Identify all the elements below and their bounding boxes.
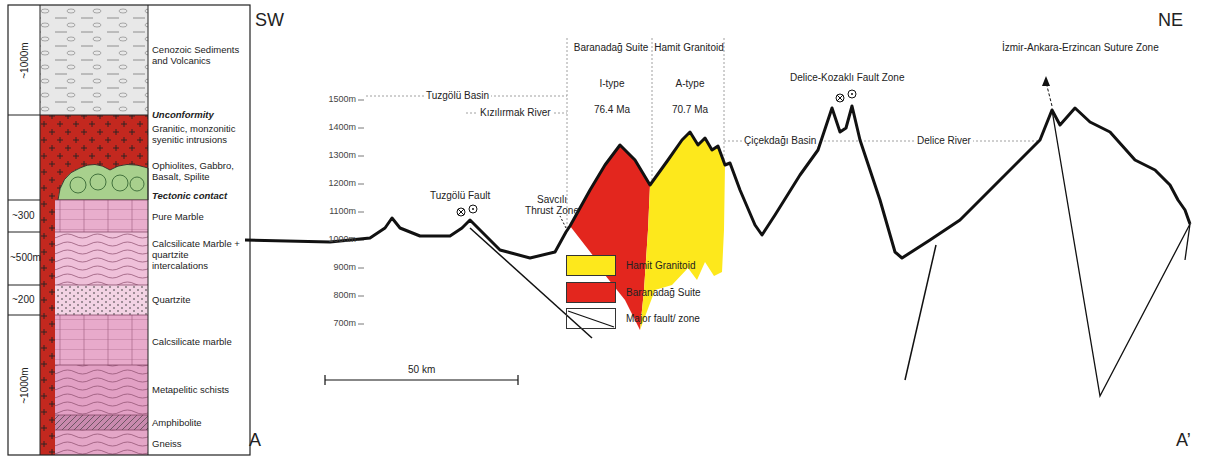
strat-label: Calcsilicate Marble + quartzite intercal…	[152, 238, 244, 271]
section-end-label: SW	[255, 10, 284, 30]
feature-label: Kızılırmak River	[478, 107, 553, 118]
legend-swatch	[566, 255, 616, 276]
feature-label: İzmir-Ankara-Erzincan Suture Zone	[1002, 42, 1159, 53]
feature-label: Tuzgölü Basin	[424, 90, 491, 101]
strat-label: ~300	[12, 210, 35, 221]
strat-label: Cenozoic Sediments and Volcanics	[152, 44, 244, 66]
strat-label: Granitic, monzonitic syenitic intrusions	[152, 123, 247, 145]
elevation-label: 1300m	[316, 150, 356, 161]
elevation-label: 1000m	[316, 234, 356, 245]
feature-label: Delice-Kozaklı Fault Zone	[790, 72, 905, 83]
strat-label: Quartzite	[152, 294, 247, 305]
strat-label: Tectonic contact	[152, 190, 247, 201]
strat-label: ~1000m	[19, 365, 30, 405]
feature-label: A-type	[660, 78, 720, 89]
strat-label: Ophiolites, Gabbro, Basalt, Spilite	[152, 160, 247, 182]
feature-label: Çiçekdağı Basin	[742, 135, 818, 146]
legend-line-sample	[566, 308, 616, 329]
feature-label: I-type	[582, 78, 642, 89]
feature-label: 50 km	[408, 364, 435, 375]
strat-label: ~200	[12, 294, 35, 305]
strat-label: Gneiss	[152, 438, 247, 449]
section-end-label: NE	[1158, 10, 1183, 30]
legend-swatch	[566, 282, 616, 303]
elevation-label: 1100m	[316, 206, 356, 217]
strat-label: Pure Marble	[152, 211, 247, 222]
strat-label: Calcsilicate marble	[152, 336, 247, 347]
feature-label: 76.4 Ma	[582, 104, 642, 115]
feature-label: Delice River	[915, 135, 973, 146]
elevation-label: 1200m	[316, 178, 356, 189]
feature-label: Hamit Granitoid	[654, 42, 724, 53]
elevation-label: 1400m	[316, 122, 356, 133]
section-end-label: A	[249, 430, 261, 450]
elevation-label: 700m	[316, 318, 356, 329]
elevation-label: 900m	[316, 262, 356, 273]
legend-text: Hamit Granitoid	[626, 260, 695, 271]
strat-label: ~500m	[10, 252, 41, 263]
strat-label: Unconformity	[152, 109, 247, 120]
elevation-label: 1500m	[316, 94, 356, 105]
feature-label: Savcılı Thrust Zone	[522, 194, 582, 216]
section-end-label: A’	[1176, 430, 1191, 450]
feature-label: Tuzgölü Fault	[430, 190, 490, 201]
strat-label: Amphibolite	[152, 417, 247, 428]
legend-text: Major fault/ zone	[626, 313, 700, 324]
feature-label: Baranadağ Suite	[572, 42, 650, 53]
strat-label: ~1000m	[19, 40, 30, 80]
strat-label: Metapelitic schists	[152, 384, 247, 395]
feature-label: 70.7 Ma	[660, 104, 720, 115]
elevation-label: 800m	[316, 290, 356, 301]
legend-text: Baranadağ Suite	[626, 287, 701, 298]
